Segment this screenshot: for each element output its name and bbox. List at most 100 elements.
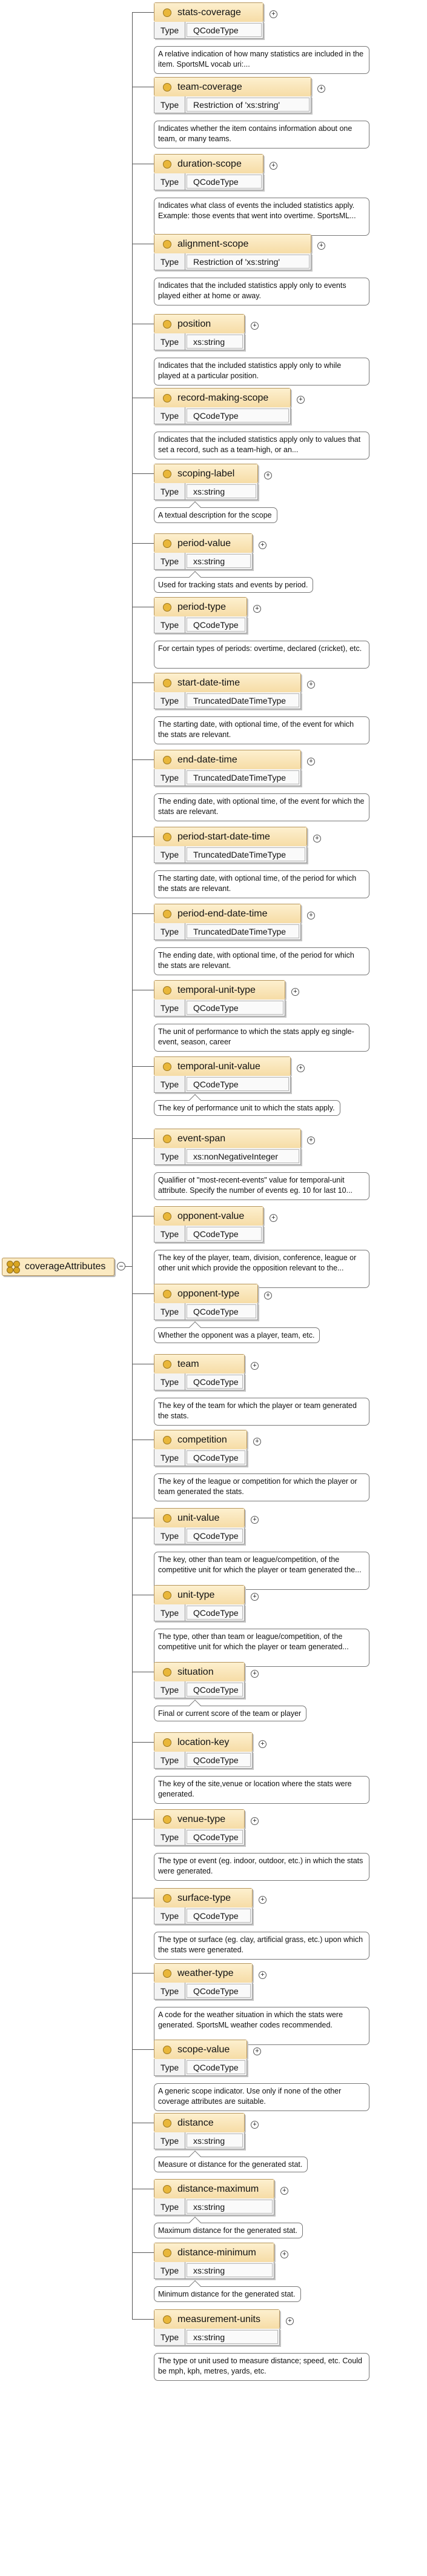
attribute-box[interactable]: measurement-units xyxy=(154,2309,280,2329)
documentation-note: Indicates that the included statistics a… xyxy=(154,278,369,305)
attribute-box[interactable]: period-end-date-time xyxy=(154,904,301,924)
expand-icon[interactable]: + xyxy=(297,1064,305,1072)
documentation-text: The unit of performance to which the sta… xyxy=(158,1027,354,1046)
attribute-box[interactable]: team xyxy=(154,1354,245,1374)
collapse-icon[interactable]: − xyxy=(117,1262,125,1270)
attribute-box[interactable]: record-making-scope xyxy=(154,388,291,408)
connector-line xyxy=(132,1138,154,1139)
documentation-text: The ending date, with optional time, of … xyxy=(158,951,354,970)
expand-icon[interactable]: + xyxy=(307,681,315,689)
documentation-text: The ending date, with optional time, of … xyxy=(158,797,365,816)
attribute-icon xyxy=(163,1894,171,1903)
documentation-text: The type, other than team or league/comp… xyxy=(158,1632,349,1651)
attribute-box[interactable]: position xyxy=(154,314,245,334)
type-value: xs:string xyxy=(187,2330,278,2344)
expand-icon[interactable]: + xyxy=(259,1971,266,1979)
type-value: QCodeType xyxy=(187,1683,243,1697)
expand-icon[interactable]: + xyxy=(264,1292,272,1300)
type-label: Type xyxy=(154,2059,185,2075)
expand-icon[interactable]: + xyxy=(251,2121,259,2129)
expand-icon[interactable]: + xyxy=(286,2317,294,2325)
attribute-box[interactable]: scope-value xyxy=(154,2040,247,2060)
expand-icon[interactable]: + xyxy=(280,2187,288,2195)
expand-icon[interactable]: + xyxy=(291,988,299,996)
expand-icon[interactable]: + xyxy=(297,396,305,404)
connector-line xyxy=(132,1819,154,1820)
expand-icon[interactable]: + xyxy=(253,1438,261,1446)
expand-icon[interactable]: + xyxy=(264,472,272,479)
documentation-note: Indicates what class of events the inclu… xyxy=(154,198,369,236)
expand-icon[interactable]: + xyxy=(307,912,315,919)
attribute-name: surface-type xyxy=(177,1892,231,1903)
attribute-box[interactable]: start-date-time xyxy=(154,673,301,693)
connector-line xyxy=(132,1293,154,1294)
attribute-box[interactable]: distance xyxy=(154,2113,245,2133)
attribute-box[interactable]: distance-maximum xyxy=(154,2179,274,2199)
attribute-box[interactable]: period-value xyxy=(154,533,253,553)
expand-icon[interactable]: + xyxy=(270,162,277,170)
type-label: Type xyxy=(154,407,185,424)
type-value: xs:string xyxy=(187,554,251,568)
type-label: Type xyxy=(154,333,185,350)
attribute-box[interactable]: venue-type xyxy=(154,1809,245,1829)
documentation-note: A relative indication of how many statis… xyxy=(154,46,369,74)
expand-icon[interactable]: + xyxy=(270,1214,277,1222)
expand-icon[interactable]: + xyxy=(253,605,261,613)
documentation-note: The key of performance unit to which the… xyxy=(154,1094,340,1116)
attribute-box[interactable]: opponent-value xyxy=(154,1206,263,1226)
expand-icon[interactable]: + xyxy=(259,1896,266,1904)
attribute-name: opponent-value xyxy=(177,1210,245,1221)
attribute-box[interactable]: temporal-unit-value xyxy=(154,1056,291,1076)
type-label: Type xyxy=(154,1076,185,1092)
attribute-box[interactable]: team-coverage xyxy=(154,77,311,97)
attribute-box[interactable]: opponent-type xyxy=(154,1284,258,1304)
attribute-box[interactable]: event-span xyxy=(154,1129,301,1149)
attribute-box[interactable]: competition xyxy=(154,1430,247,1450)
root-attribute-group[interactable]: coverageAttributes xyxy=(2,1258,114,1276)
attribute-box[interactable]: end-date-time xyxy=(154,750,301,770)
expand-icon[interactable]: + xyxy=(251,322,259,330)
attribute-box[interactable]: weather-type xyxy=(154,1963,253,1983)
attribute-box[interactable]: scoping-label xyxy=(154,464,258,484)
expand-icon[interactable]: + xyxy=(253,2047,261,2055)
expand-icon[interactable]: + xyxy=(251,1670,259,1678)
expand-icon[interactable]: + xyxy=(317,85,325,93)
type-label: Type xyxy=(154,1226,185,1242)
attribute-box[interactable]: temporal-unit-type xyxy=(154,980,285,1000)
attribute-name: period-value xyxy=(177,538,231,549)
expand-icon[interactable]: + xyxy=(270,10,277,18)
expand-icon[interactable]: + xyxy=(313,835,321,843)
attribute-box[interactable]: stats-coverage xyxy=(154,2,263,22)
expand-icon[interactable]: + xyxy=(259,541,266,549)
connector-line xyxy=(132,913,154,914)
documentation-text: Used for tracking stats and events by pe… xyxy=(158,581,308,589)
attribute-box[interactable]: surface-type xyxy=(154,1888,253,1908)
attribute-box[interactable]: unit-value xyxy=(154,1508,245,1528)
expand-icon[interactable]: + xyxy=(317,242,325,250)
attribute-box[interactable]: alignment-scope xyxy=(154,234,311,254)
attribute-box[interactable]: situation xyxy=(154,1662,245,1682)
attribute-box[interactable]: distance-minimum xyxy=(154,2243,274,2263)
expand-icon[interactable]: + xyxy=(251,1362,259,1370)
expand-icon[interactable]: + xyxy=(251,1593,259,1601)
attribute-name: temporal-unit-type xyxy=(177,984,256,995)
expand-icon[interactable]: + xyxy=(259,1740,266,1748)
attribute-box[interactable]: duration-scope xyxy=(154,154,263,174)
attribute-box[interactable]: location-key xyxy=(154,1732,253,1752)
expand-icon[interactable]: + xyxy=(307,758,315,766)
expand-icon[interactable]: + xyxy=(251,1817,259,1825)
expand-icon[interactable]: + xyxy=(280,2251,288,2258)
attribute-icon xyxy=(163,1212,171,1221)
attribute-icon xyxy=(163,319,171,329)
attribute-icon xyxy=(163,2248,171,2257)
expand-icon[interactable]: + xyxy=(307,1136,315,1144)
attribute-box[interactable]: period-start-date-time xyxy=(154,827,307,847)
expand-icon[interactable]: + xyxy=(251,1516,259,1524)
attribute-box[interactable]: period-type xyxy=(154,597,247,617)
attribute-box[interactable]: unit-type xyxy=(154,1585,245,1605)
type-label: Type xyxy=(154,96,185,113)
